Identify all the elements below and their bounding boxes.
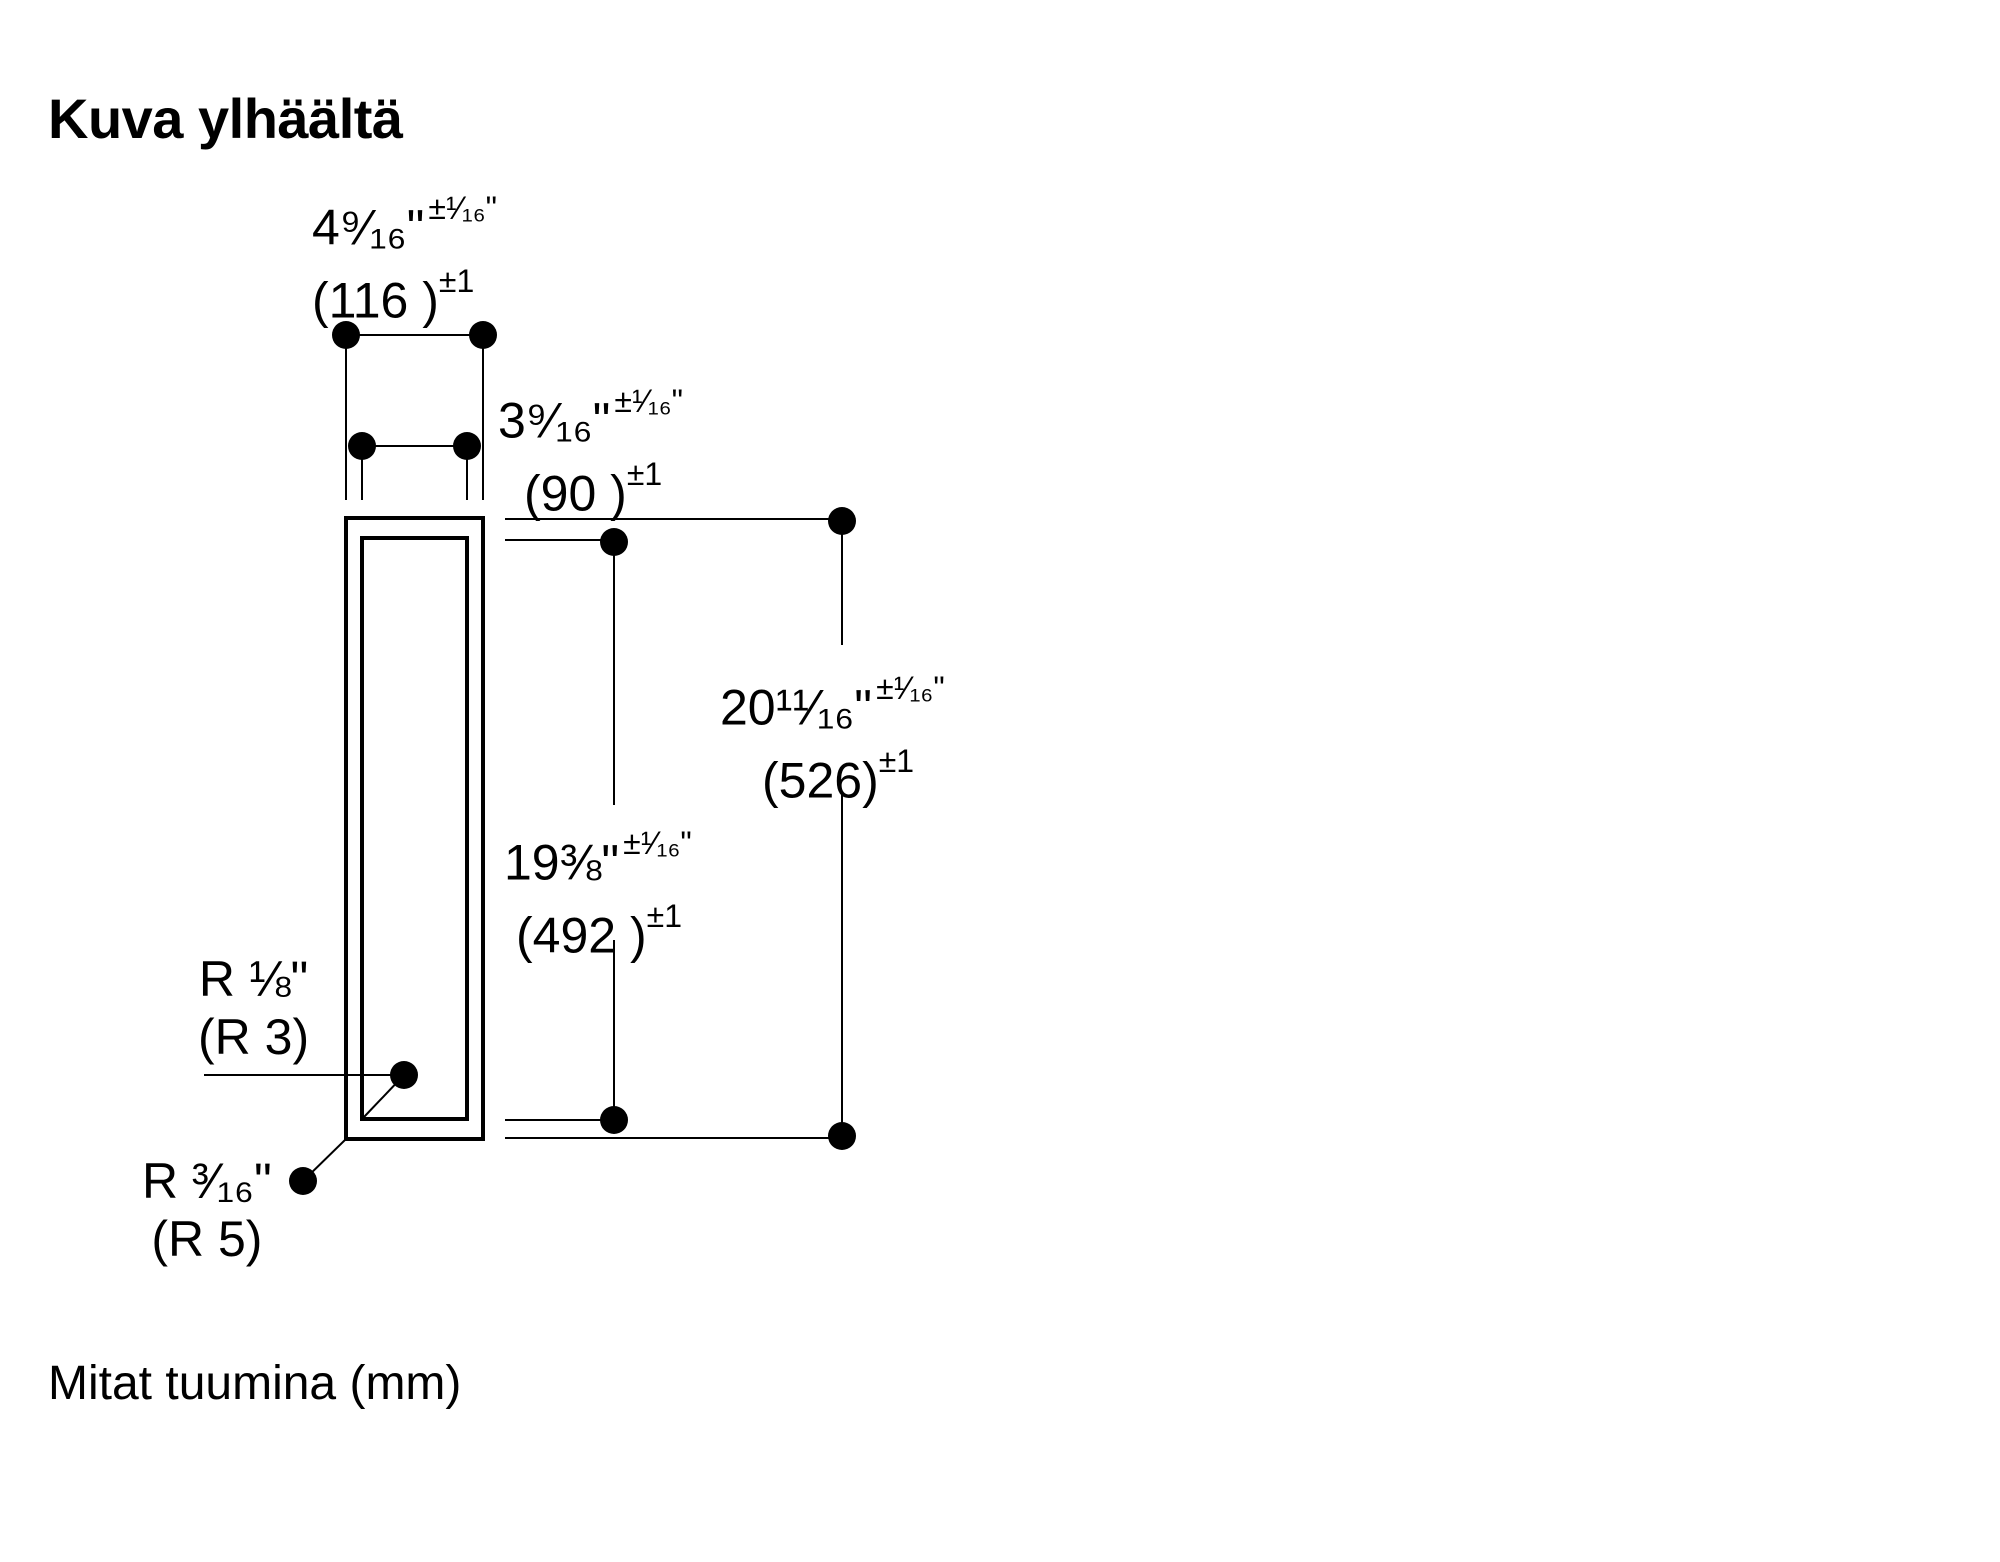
inner-radius-mm: (R 3) <box>198 1009 310 1065</box>
outer-length-mm: (526) <box>762 752 879 809</box>
dimension-dots <box>289 321 856 1195</box>
outer-width-mm-tolerance: ±1 <box>438 262 475 299</box>
outer-radius-label: R ³⁄₁₆" (R 5) <box>142 1152 272 1268</box>
dimension-lines <box>204 334 843 1182</box>
outer-width-inch: 4⁹⁄₁₆" <box>312 199 425 256</box>
frame-outline <box>344 516 485 1141</box>
inner-width-inch-tolerance: ±¹⁄₁₆" <box>614 383 683 419</box>
inner-width-mm-tolerance: ±1 <box>626 455 663 492</box>
dot <box>828 1122 856 1150</box>
outer-length-mm-tolerance: ±1 <box>878 742 915 779</box>
outer-length-label: 20¹¹⁄₁₆"±¹⁄₁₆" (526)±1 <box>720 672 945 805</box>
dot <box>348 432 376 460</box>
outer-length-inch-tolerance: ±¹⁄₁₆" <box>876 670 945 706</box>
inner-frame <box>360 536 469 1121</box>
inner-width-inch: 3⁹⁄₁₆" <box>498 392 611 449</box>
inner-length-mm-tolerance: ±1 <box>646 897 682 934</box>
outer-width-inch-tolerance: ±¹⁄₁₆" <box>428 190 497 226</box>
dot <box>453 432 481 460</box>
dot <box>828 507 856 535</box>
outer-radius-mm: (R 5) <box>151 1211 263 1267</box>
units-caption: Mitat tuumina (mm) <box>48 1357 462 1410</box>
outer-frame <box>344 516 485 1141</box>
inner-width-mm: (90 ) <box>524 465 627 522</box>
inner-length-label: 19⅜"±¹⁄₁₆" (492 )±1 <box>504 827 692 960</box>
outer-width-label: 4⁹⁄₁₆"±¹⁄₁₆" (116 )±1 <box>312 192 497 325</box>
dot <box>289 1167 317 1195</box>
inner-width-label: 3⁹⁄₁₆"±¹⁄₁₆" (90 )±1 <box>498 385 683 518</box>
dot <box>600 1106 628 1134</box>
inner-length-inch: 19⅜" <box>504 834 620 891</box>
outer-radius-inch: R ³⁄₁₆" <box>142 1153 272 1209</box>
inner-radius-label: R ⅛" (R 3) <box>198 950 309 1066</box>
inner-length-inch-tolerance: ±¹⁄₁₆" <box>623 825 692 861</box>
dot <box>600 528 628 556</box>
dot <box>390 1061 418 1089</box>
inner-radius-inch: R ⅛" <box>198 951 309 1007</box>
dot <box>469 321 497 349</box>
outer-width-mm: (116 ) <box>312 272 439 329</box>
outer-length-inch: 20¹¹⁄₁₆" <box>720 679 873 736</box>
page-title: Kuva ylhäältä <box>48 87 403 150</box>
dot <box>332 321 360 349</box>
inner-length-mm: (492 ) <box>516 907 647 964</box>
